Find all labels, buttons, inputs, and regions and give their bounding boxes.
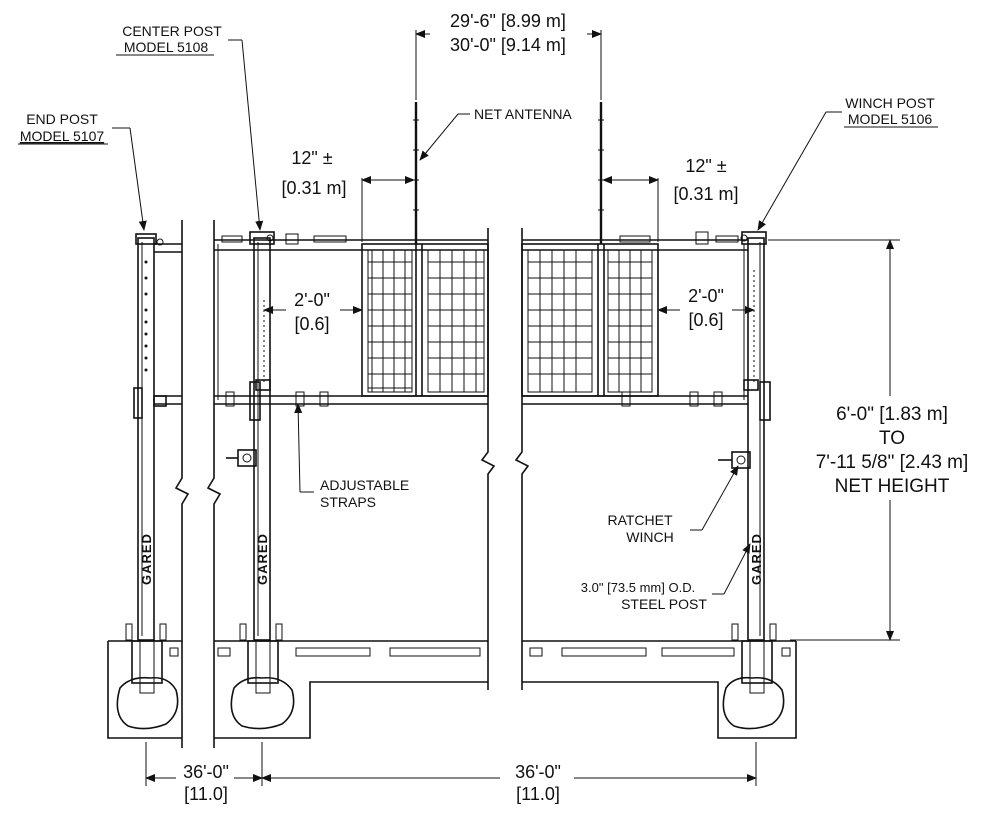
leader-lines: [112, 39, 842, 595]
left-offset-dim-2: [0.31 m]: [281, 178, 346, 198]
dimension-lines: [145, 30, 900, 786]
top-span-dim-2: 30'-0" [9.14 m]: [450, 35, 566, 55]
height-dim-3: 7'-11 5/8" [2.43 m]: [816, 452, 969, 473]
center-post-label: CENTER POST: [122, 23, 222, 39]
winch-label-1: RATCHET: [607, 512, 673, 528]
net-mesh-left: [361, 243, 489, 397]
center-post: [226, 231, 283, 641]
bottom-right-dim-2: [11.0]: [516, 784, 560, 804]
end-post: [125, 233, 182, 641]
net-antenna-label: NET ANTENNA: [474, 106, 572, 122]
net-antennas: [413, 102, 604, 244]
end-post-label: END POST: [26, 111, 98, 127]
straps-label-1: ADJUSTABLE: [320, 477, 409, 493]
right-gap-dim-1: 2'-0": [688, 286, 724, 306]
height-dim-2: TO: [879, 428, 905, 449]
bottom-left-dim-2: [11.0]: [184, 784, 228, 804]
left-gap-dim-1: 2'-0": [294, 290, 330, 310]
brand-center-post: GARED: [255, 533, 270, 585]
text-labels: END POST MODEL 5107 CENTER POST MODEL 51…: [18, 11, 968, 804]
bottom-left-dim-1: 36'-0": [183, 762, 229, 782]
winch-post: [718, 231, 777, 641]
right-offset-dim-2: [0.31 m]: [673, 184, 738, 204]
left-offset-dim-1: 12" ±: [291, 148, 332, 168]
net-mesh-right: [521, 243, 659, 397]
end-post-model: MODEL 5107: [20, 128, 105, 144]
winch-post-model: MODEL 5106: [848, 111, 933, 127]
top-span-dim-1: 29'-6" [8.99 m]: [450, 11, 566, 31]
winch-post-label: WINCH POST: [845, 95, 935, 111]
brand-winch-post: GARED: [749, 533, 764, 585]
bottom-right-dim-1: 36'-0": [515, 762, 561, 782]
height-dim-4: NET HEIGHT: [835, 476, 950, 497]
brand-end-post: GARED: [139, 533, 154, 585]
right-gap-dim-2: [0.6]: [688, 310, 723, 330]
center-post-model: MODEL 5108: [124, 39, 209, 55]
end-post-holes: [144, 260, 148, 372]
break-lines: [174, 220, 530, 748]
ground-foundation: [107, 640, 797, 739]
height-dim-1: 6'-0" [1.83 m]: [836, 404, 948, 425]
steel-post-label-2: STEEL POST: [621, 596, 707, 612]
right-offset-dim-1: 12" ±: [685, 156, 726, 176]
winch-label-2: WINCH: [626, 529, 673, 545]
straps-label-2: STRAPS: [320, 494, 376, 510]
steel-post-label-1: 3.0" [73.5 mm] O.D.: [581, 580, 695, 595]
left-gap-dim-2: [0.6]: [294, 314, 329, 334]
